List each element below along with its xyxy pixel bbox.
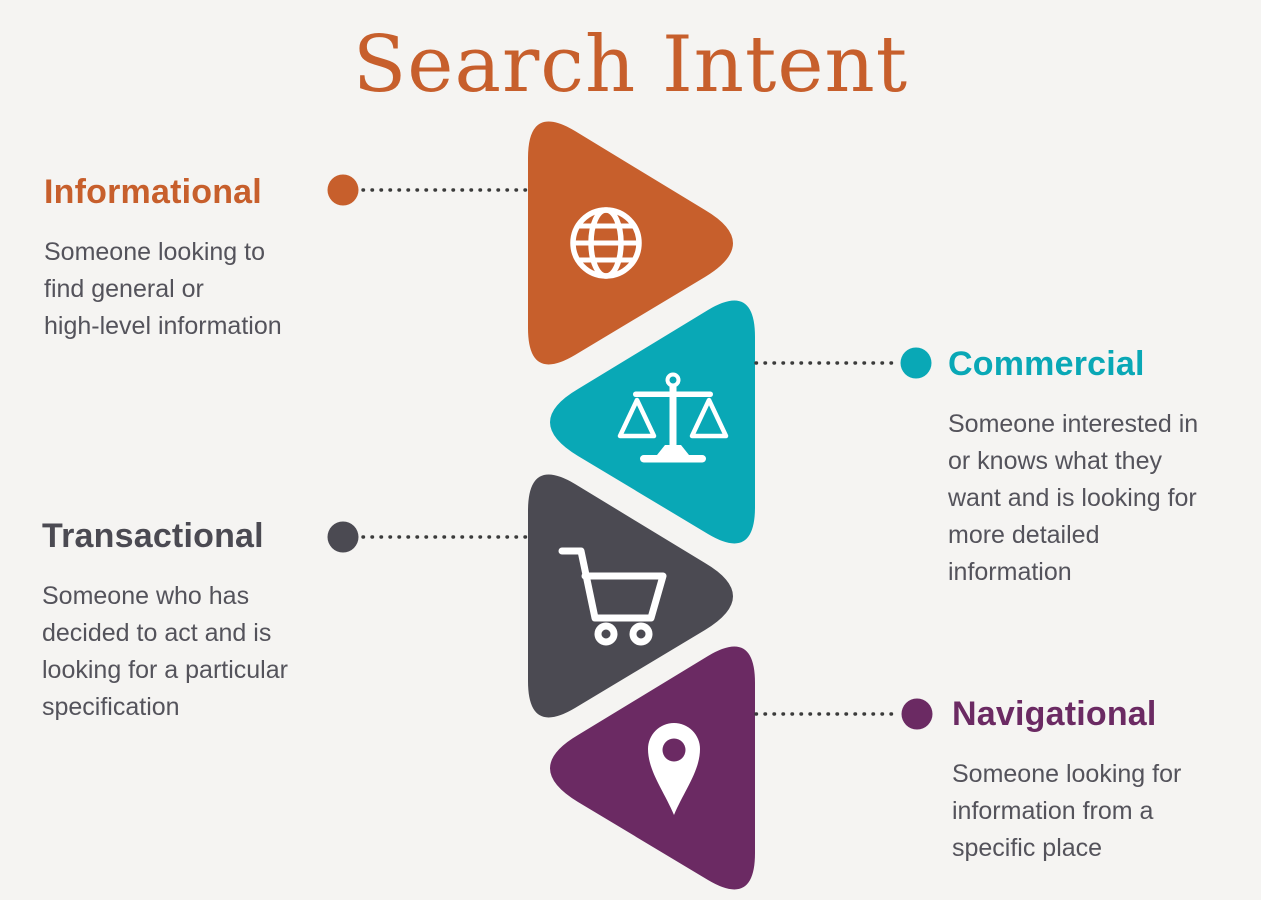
transactional-section: Transactional Someone who has decided to…	[42, 516, 382, 726]
location-pin-icon	[648, 723, 700, 815]
informational-heading: Informational	[44, 173, 262, 211]
transactional-triangle	[528, 474, 733, 718]
informational-section: Informational Someone looking to find ge…	[44, 172, 374, 345]
commercial-triangle	[550, 300, 755, 544]
navigational-section: Navigational Someone looking for informa…	[952, 694, 1261, 867]
page-title: Search Intent	[352, 20, 909, 110]
scales-icon	[617, 372, 729, 463]
informational-dot	[327, 174, 359, 206]
commercial-section: Commercial Someone interested in or know…	[948, 344, 1261, 591]
informational-description: Someone looking to find general or high-…	[44, 238, 282, 340]
transactional-dot	[327, 521, 359, 553]
shopping-cart-icon	[558, 547, 667, 646]
navigational-description: Someone looking for information from a s…	[952, 760, 1182, 862]
navigational-heading: Navigational	[952, 695, 1157, 733]
transactional-description: Someone who has decided to act and is lo…	[42, 582, 288, 721]
navigational-dot	[901, 698, 933, 730]
globe-icon	[570, 207, 642, 279]
transactional-heading: Transactional	[42, 517, 264, 555]
commercial-description: Someone interested in or knows what they…	[948, 410, 1199, 586]
commercial-dot	[900, 347, 932, 379]
commercial-heading: Commercial	[948, 345, 1145, 383]
